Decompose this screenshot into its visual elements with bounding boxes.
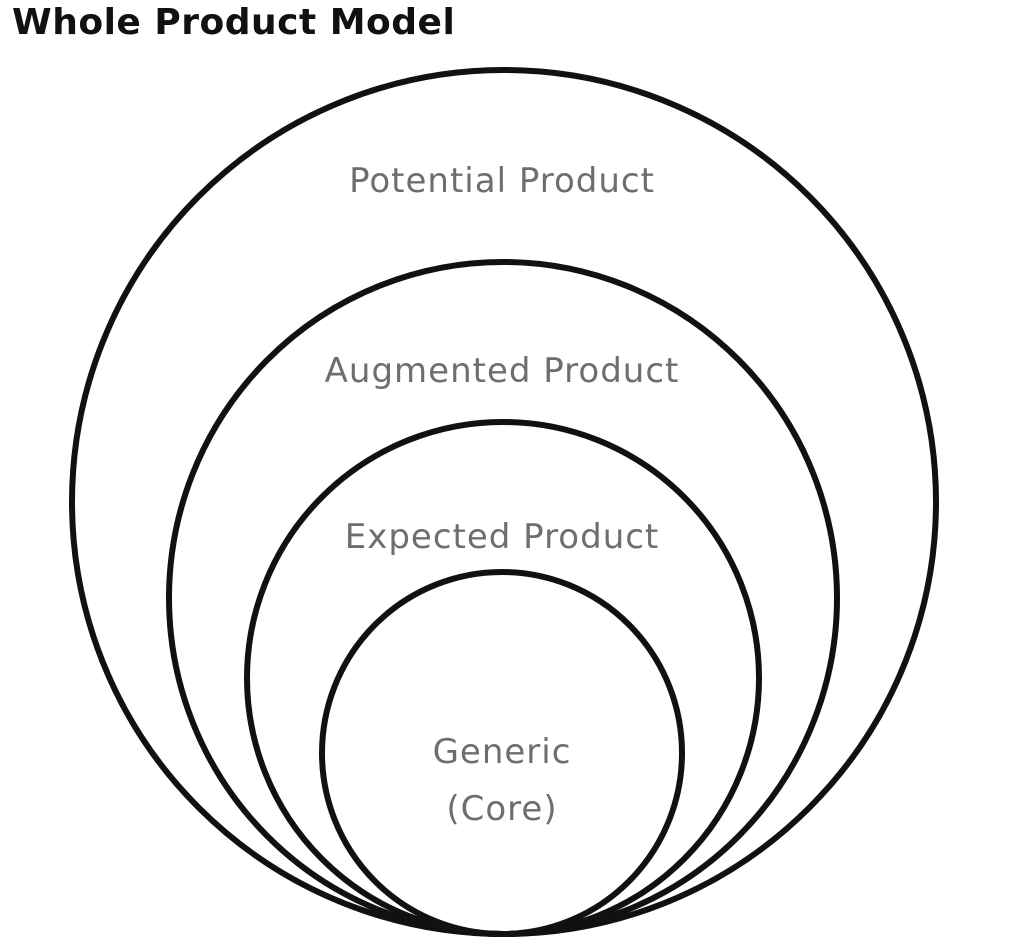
label-generic: Generic	[433, 732, 572, 772]
ring-expected-product	[244, 419, 762, 937]
label-augmented-product: Augmented Product	[325, 351, 680, 391]
diagram-title: Whole Product Model	[12, 2, 456, 43]
label-potential-product: Potential Product	[349, 161, 655, 201]
label-expected-product: Expected Product	[345, 517, 660, 557]
ring-generic-core	[319, 569, 685, 937]
label-core: (Core)	[446, 789, 557, 829]
